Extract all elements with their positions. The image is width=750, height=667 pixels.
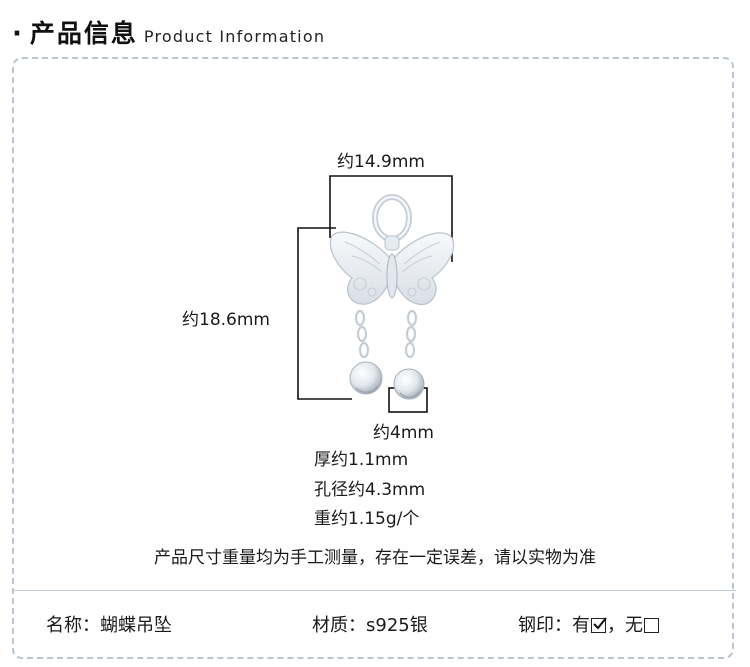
stamp-field: 钢印：有 ，无 xyxy=(518,611,660,637)
header-title-en: Product Information xyxy=(143,27,326,46)
header-bullet: · xyxy=(12,19,22,49)
product-name: 名称：蝴蝶吊坠 xyxy=(46,615,172,636)
header-title-cn: 产品信息 xyxy=(29,19,138,48)
width-dimension-bracket xyxy=(329,175,453,262)
thickness-spec: 厚约1.1mm xyxy=(314,450,409,470)
width-label: 约14.9mm xyxy=(337,152,425,172)
checkbox-unchecked-icon xyxy=(644,618,659,633)
footer-divider xyxy=(14,590,736,591)
weight-spec: 重约1.15g/个 xyxy=(314,509,420,529)
spec-list: 厚约1.1mm 孔径约4.3mm 重约1.15g/个 xyxy=(314,446,425,535)
stamp-no-label: ，无 xyxy=(607,615,643,636)
butterfly-pendant-icon xyxy=(329,194,455,400)
stamp-label: 钢印：有 xyxy=(518,615,590,636)
measurement-note: 产品尺寸重量均为手工测量，存在一定误差，请以实物为准 xyxy=(154,548,596,568)
height-label: 约18.6mm xyxy=(182,310,270,330)
height-dimension-bracket xyxy=(297,227,352,400)
checkbox-checked-icon xyxy=(591,617,607,633)
bell-size-label: 约4mm xyxy=(373,423,434,443)
product-material: 材质：s925银 xyxy=(312,615,428,636)
info-frame xyxy=(12,57,734,659)
hole-spec: 孔径约4.3mm xyxy=(314,479,426,500)
section-header: · 产品信息 Product Information xyxy=(12,14,325,54)
